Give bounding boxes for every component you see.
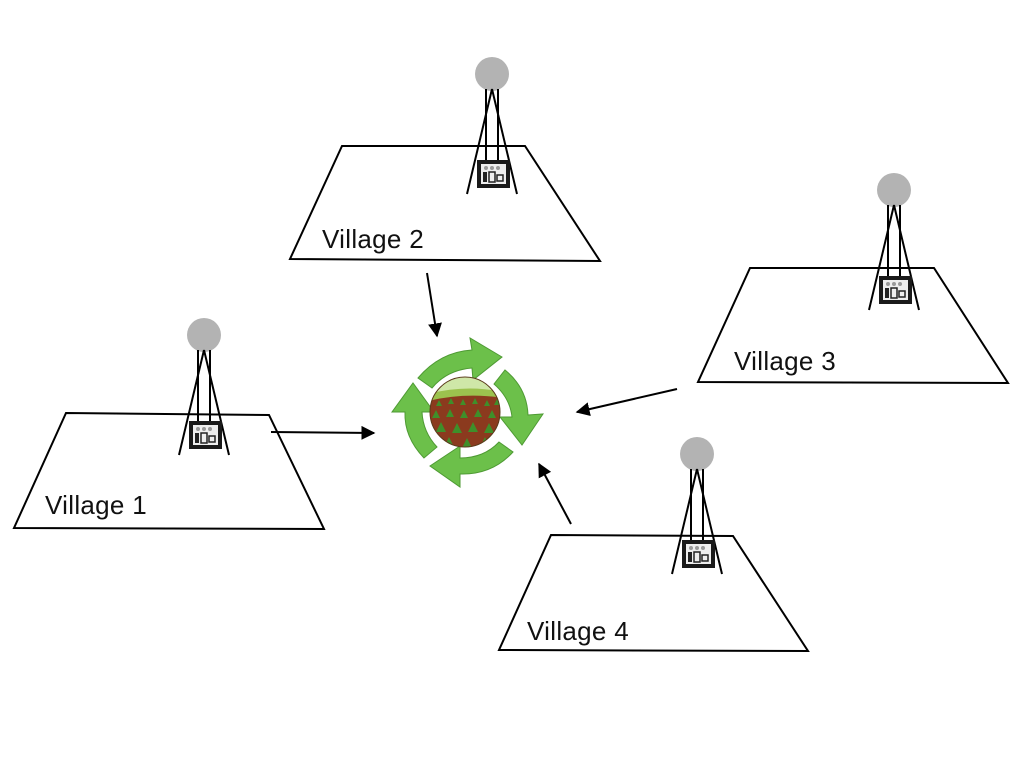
village-1-label: Village 1: [45, 490, 147, 520]
village-3: [696, 172, 1010, 385]
antenna-tower-icon: [868, 172, 920, 311]
antenna-tower-icon: [671, 436, 723, 575]
arrow-village-3-to-hub: [575, 388, 678, 416]
village-2-label: Village 2: [322, 224, 424, 254]
antenna-tower-icon: [466, 56, 518, 195]
arrow-village-1-to-hub: [270, 425, 376, 440]
village-3-plot: [696, 267, 1010, 385]
recycle-arrows-crop-field-icon: [391, 337, 544, 488]
village-4-plot: [497, 533, 810, 653]
village-4: [497, 436, 810, 653]
village-4-label: Village 4: [527, 616, 629, 646]
arrow-village-4-to-hub: [538, 462, 572, 525]
antenna-tower-icon: [178, 317, 230, 456]
village-2: [288, 56, 602, 263]
village-3-label: Village 3: [734, 346, 836, 376]
arrow-village-2-to-hub: [426, 272, 442, 338]
village-2-plot: [288, 145, 602, 263]
village-1-plot: [12, 411, 326, 531]
village-1: [12, 317, 326, 531]
